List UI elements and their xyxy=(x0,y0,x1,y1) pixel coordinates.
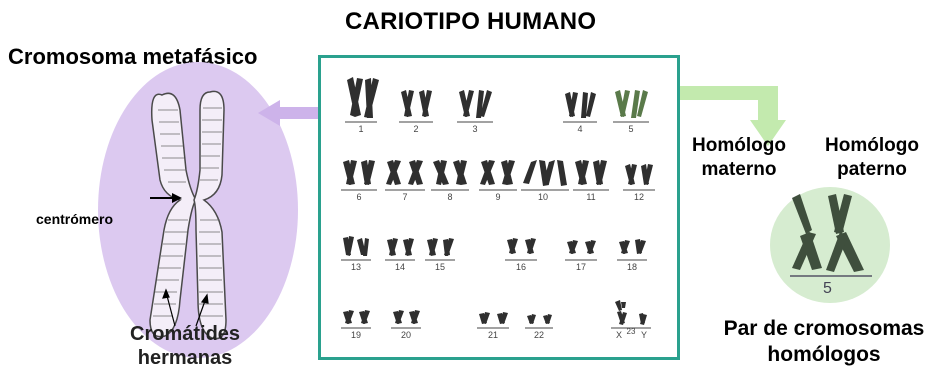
chromatids-label-line-1: Cromátides xyxy=(130,323,241,345)
chromatid-pointers xyxy=(162,288,209,327)
chromosome-pair-3 xyxy=(459,90,492,118)
chromosome-label-12: 12 xyxy=(634,192,644,202)
chromosome-label-14: 14 xyxy=(395,262,405,272)
chromosome-pair-16 xyxy=(507,238,536,254)
page-title: CARIOTIPO HUMANO xyxy=(345,8,597,35)
chromosome-pair-18 xyxy=(619,239,646,254)
chromosome-pair-1 xyxy=(347,77,379,118)
chromosome-pair-15 xyxy=(427,238,454,256)
chromosome-pair-20 xyxy=(393,310,420,324)
chromosome-label-20: 20 xyxy=(401,330,411,340)
paternal-homologue-label: Homólogo paterno xyxy=(825,134,919,182)
purple-arrow xyxy=(258,100,342,126)
chromosome-label-10: 10 xyxy=(538,192,548,202)
chromosome-pair-22 xyxy=(527,314,552,324)
chromosome-pair-7 xyxy=(386,160,423,185)
chromosome-label-6: 6 xyxy=(356,192,361,202)
chromosome-pair-5 xyxy=(615,90,648,118)
chromosome-label-22: 22 xyxy=(534,330,544,340)
chromosome-label-9: 9 xyxy=(495,192,500,202)
chromosome-pair-11 xyxy=(575,160,607,185)
chromosome-label-x: X xyxy=(616,330,622,340)
metaphase-chromosome xyxy=(149,90,227,340)
pair-number-label: 5 xyxy=(823,280,832,297)
chromosome-label-2: 2 xyxy=(413,124,418,134)
chromosome-label-3: 3 xyxy=(472,124,477,134)
chromosome-sex-pair xyxy=(615,300,647,325)
maternal-label-line-2: materno xyxy=(701,159,777,180)
chromosome-label-21: 21 xyxy=(488,330,498,340)
chromosome-pair-2 xyxy=(401,90,432,117)
chromosome-pair-17 xyxy=(567,240,596,254)
paternal-label-line-2: paterno xyxy=(837,159,907,180)
chromosome-label-17: 17 xyxy=(576,262,586,272)
chromosome-pair-6 xyxy=(343,160,375,185)
chromosome-label-5: 5 xyxy=(628,124,633,134)
caption-line-1: Par de cromosomas xyxy=(723,317,925,340)
chromosome-label-18: 18 xyxy=(627,262,637,272)
chromosome-pair-8 xyxy=(433,160,467,185)
chromosome-label-y: Y xyxy=(641,330,647,340)
chromosome-label-7: 7 xyxy=(402,192,407,202)
sister-chromatids-label: Cromátides hermanas xyxy=(130,322,240,370)
homologue-pair-5 xyxy=(792,194,864,272)
centromere-label: centrómero xyxy=(36,211,114,227)
chromosome-pair-19 xyxy=(343,310,370,324)
homologous-pair-caption: Par de cromosomas homólogos xyxy=(706,316,942,368)
chromosome-label-23: 23 xyxy=(627,327,636,336)
paternal-label-line-1: Homólogo xyxy=(825,135,919,156)
chromosome-pair-4 xyxy=(565,92,596,118)
karyotype-panel: 1 2 3 4 5 6 7 8 9 10 11 12 13 14 15 16 1… xyxy=(318,55,680,360)
chromosome-label-11: 11 xyxy=(586,192,595,202)
chromatids-label-line-2: hermanas xyxy=(137,347,233,369)
chromosome-pair-21 xyxy=(479,312,508,324)
chromosome-label-13: 13 xyxy=(351,262,361,272)
karyotype-number-labels: 1 2 3 4 5 6 7 8 9 10 11 12 13 14 15 16 1… xyxy=(351,124,647,340)
chromosome-label-1: 1 xyxy=(358,124,363,134)
karyotype-chart: 1 2 3 4 5 6 7 8 9 10 11 12 13 14 15 16 1… xyxy=(341,77,655,340)
karyotype-chromosomes xyxy=(343,77,653,325)
chromosome-pair-14 xyxy=(387,238,414,256)
karyotype-underlines xyxy=(341,121,655,329)
chromosome-pair-13 xyxy=(343,236,369,256)
caption-line-2: homólogos xyxy=(767,343,881,366)
chromosome-pair-9 xyxy=(480,160,515,185)
chromosome-label-19: 19 xyxy=(351,330,361,340)
maternal-label-line-1: Homólogo xyxy=(692,135,786,156)
chromosome-label-4: 4 xyxy=(577,124,582,134)
maternal-homologue-label: Homólogo materno xyxy=(692,134,786,182)
chromosome-pair-10 xyxy=(523,160,567,186)
centromere-arrow xyxy=(150,193,182,203)
chromosome-label-16: 16 xyxy=(516,262,526,272)
chromosome-label-15: 15 xyxy=(435,262,445,272)
chromosome-pair-12 xyxy=(625,164,653,185)
chromosome-label-8: 8 xyxy=(447,192,452,202)
